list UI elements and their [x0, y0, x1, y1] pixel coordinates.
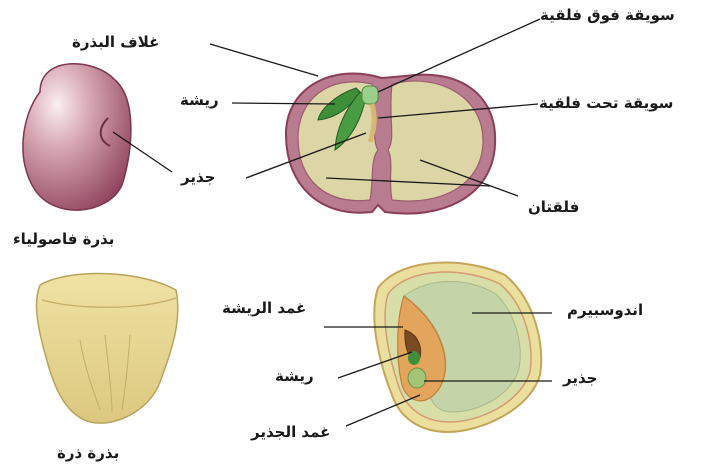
label-bean-seed: بذرة فاصولياء [13, 232, 114, 247]
leader-seed-coat [210, 44, 318, 76]
label-radicle-bottom: جذير [563, 371, 597, 386]
label-plumule-bottom: ريشة [275, 369, 314, 384]
corn-cross-section [374, 263, 541, 432]
label-cotyledons: فلقتان [528, 200, 579, 215]
label-plumule-top: ريشة [180, 93, 219, 108]
whole-bean-seed [23, 64, 131, 210]
label-radicle-top: جذير [181, 170, 215, 185]
bean-cross-section [286, 73, 495, 213]
label-epicotyl: سويقة فوق فلقية [540, 8, 675, 23]
label-corn-seed: بذرة ذرة [57, 446, 119, 461]
label-coleoptile: غمد الريشة [222, 301, 306, 316]
label-coleorhiza: غمد الجذير [251, 425, 330, 440]
label-hypocotyl: سويقة تحت فلقية [539, 96, 673, 111]
label-seed-coat: غلاف البذرة [72, 35, 159, 50]
whole-corn-seed [37, 274, 178, 424]
label-endosperm: اندوسبيرم [567, 303, 643, 318]
